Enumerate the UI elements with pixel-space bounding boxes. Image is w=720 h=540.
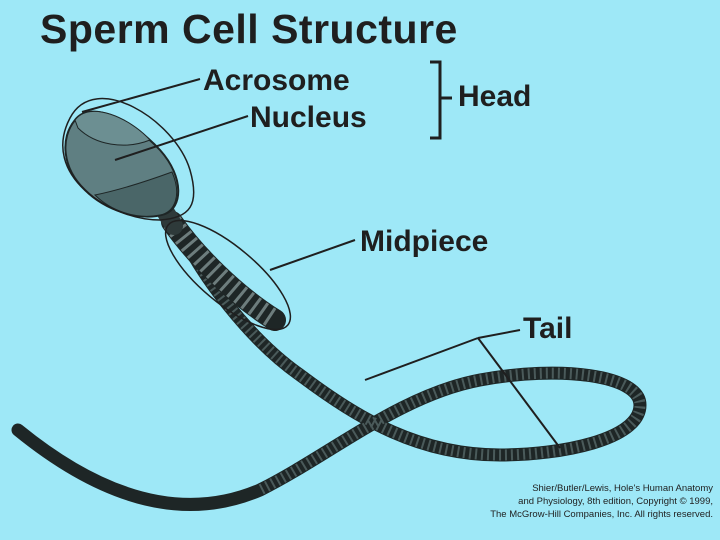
nucleus-label: Nucleus (250, 101, 367, 134)
midpiece-label: Midpiece (360, 225, 489, 258)
credit-line-2: and Physiology, 8th edition, Copyright ©… (518, 496, 713, 507)
midpiece-leader (269, 239, 356, 271)
diagram-title: Sperm Cell Structure (40, 6, 458, 52)
nucleus-leader (114, 115, 249, 161)
tail-label: Tail (523, 312, 573, 345)
copyright-credit: Shier/Butler/Lewis, Hole's Human Anatomy… (318, 482, 713, 521)
acrosome-outline (62, 97, 195, 221)
head-label: Head (458, 80, 532, 113)
tail-leader-3 (477, 337, 561, 449)
head-bracket (430, 60, 452, 140)
credit-line-1: Shier/Butler/Lewis, Hole's Human Anatomy (532, 483, 713, 494)
acrosome-leader (81, 78, 201, 113)
acrosome-label: Acrosome (203, 64, 350, 97)
credit-line-3: The McGrow-Hill Companies, Inc. All righ… (490, 509, 713, 520)
tail-shape (11, 218, 647, 511)
midpiece-texture (163, 216, 281, 329)
tail-leader-1 (364, 337, 479, 381)
acrosome-cap (74, 110, 151, 146)
head-base (93, 171, 178, 217)
tail-leader-2 (477, 329, 521, 339)
midpiece-outline (164, 219, 292, 331)
